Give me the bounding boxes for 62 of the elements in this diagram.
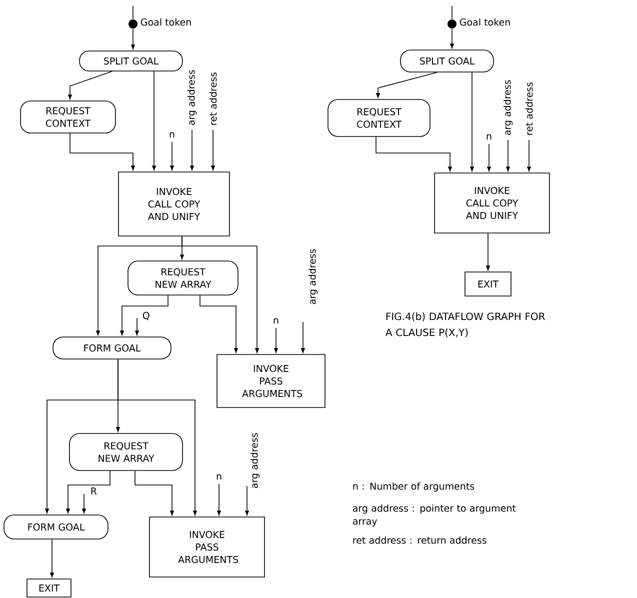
- process-box: INVOKE CALL COPY AND UNIFY: [118, 172, 230, 236]
- token-label: Goal token: [460, 18, 510, 26]
- legend-note: n : Number of arguments: [353, 482, 474, 492]
- edge-label: ret address: [209, 72, 217, 125]
- arrow: [274, 328, 278, 353]
- arrow: [506, 140, 510, 172]
- arrow: [135, 318, 139, 336]
- process-box: EXIT: [464, 272, 512, 296]
- arrow: [200, 295, 238, 353]
- arrow: [487, 144, 491, 172]
- arrow: [450, 28, 454, 48]
- arrow: [170, 142, 174, 170]
- legend-note: ret address : return address: [353, 536, 486, 544]
- edge-label: arg address: [308, 249, 318, 304]
- arrow: [182, 236, 259, 353]
- process-pill: SPLIT GOAL: [400, 50, 494, 72]
- edge-label: Q: [142, 312, 150, 320]
- figure-caption: FIG.4(b) DATAFLOW GRAPH FOR A CLAUSE P(X,Y): [385, 312, 545, 338]
- arrow: [245, 486, 249, 516]
- process-pill: REQUEST NEW ARRAY: [69, 433, 183, 471]
- arrow: [190, 130, 194, 170]
- arrow: [376, 136, 452, 172]
- arrow: [486, 233, 490, 270]
- token-dot: [448, 20, 456, 28]
- process-pill: FORM GOAL: [4, 514, 108, 540]
- arrow: [66, 470, 110, 514]
- arrow: [50, 539, 54, 578]
- arrow: [82, 494, 86, 514]
- arrow: [152, 71, 156, 170]
- edge-label: n: [170, 132, 174, 138]
- process-pill: REQUEST CONTEXT: [20, 100, 116, 134]
- arrow: [301, 322, 305, 353]
- arrow: [131, 28, 135, 50]
- edge-label: n: [486, 134, 492, 140]
- arrow: [376, 72, 438, 98]
- arrow: [118, 359, 197, 516]
- process-pill: SPLIT GOAL: [79, 50, 183, 72]
- process-box: INVOKE CALL COPY AND UNIFY: [434, 172, 550, 234]
- edge-label: R: [91, 488, 97, 494]
- token-dot: [128, 20, 138, 28]
- process-box: INVOKE PASS ARGUMENTS: [149, 516, 265, 578]
- arrow: [470, 72, 474, 172]
- process-box: INVOKE PASS ARGUMENTS: [216, 354, 326, 408]
- process-pill: REQUEST CONTEXT: [328, 99, 430, 137]
- edge-label: n: [274, 318, 278, 324]
- process-pill: REQUEST NEW ARRAY: [128, 260, 238, 296]
- arrow: [120, 295, 168, 336]
- edge-label: arg address: [187, 70, 197, 126]
- process-box: EXIT: [26, 578, 72, 598]
- arrow: [211, 130, 215, 170]
- arrow: [68, 71, 112, 100]
- edge-label: arg address: [503, 80, 513, 136]
- line: [132, 6, 134, 20]
- token-label: Goal token: [140, 18, 191, 26]
- edge-label: n: [216, 474, 222, 480]
- arrow: [70, 133, 135, 170]
- edge-label: arg address: [250, 433, 260, 488]
- arrow: [527, 140, 531, 172]
- edge-label: ret address: [525, 82, 533, 135]
- process-pill: FORM GOAL: [52, 336, 172, 360]
- arrow: [217, 484, 221, 516]
- arrow: [134, 470, 174, 516]
